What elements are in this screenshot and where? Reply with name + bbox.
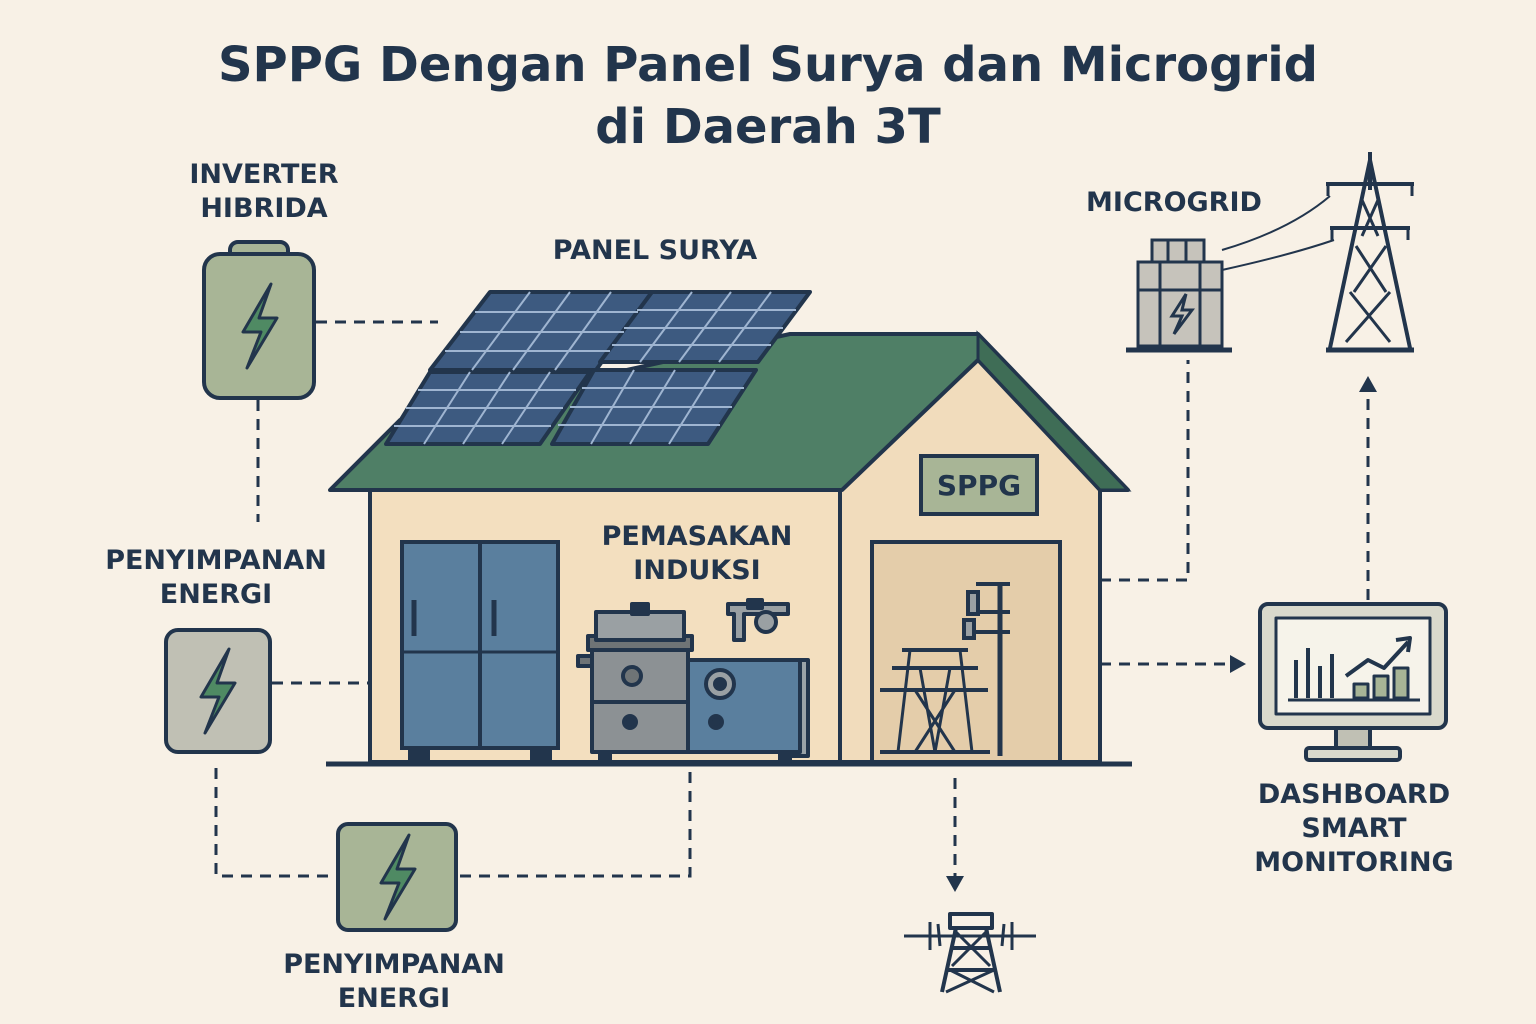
label-penyimpanan-left-line-1: PENYIMPANAN	[105, 545, 327, 576]
label-pemasakan-line-2: INDUKSI	[633, 555, 761, 586]
label-penyimpanan-energi-bottom: PENYIMPANAN ENERGI	[272, 948, 516, 1016]
storage-battery-bottom	[336, 822, 458, 932]
label-inverter-hibrida: INVERTER HIBRIDA	[174, 158, 354, 226]
label-penyimpanan-energi-left: PENYIMPANAN ENERGI	[96, 544, 336, 612]
generator-room	[870, 540, 1062, 764]
label-dashboard-line-2: SMART	[1301, 813, 1407, 844]
connector-lines	[214, 320, 1370, 878]
label-inverter-line-1: INVERTER	[189, 159, 339, 190]
label-inverter-line-2: HIBRIDA	[200, 193, 328, 224]
label-microgrid-text: MICROGRID	[1086, 187, 1262, 218]
label-pemasakan-line-1: PEMASAKAN	[601, 521, 793, 552]
microgrid-tower	[1221, 152, 1414, 353]
label-penyimpanan-bottom-line-1: PENYIMPANAN	[283, 949, 505, 980]
label-panel-surya: PANEL SURYA	[510, 234, 800, 268]
sppg-sign-label: SPPG	[936, 468, 1022, 502]
title-line-2: di Daerah 3T	[595, 99, 941, 155]
label-dashboard-line-1: DASHBOARD	[1257, 779, 1451, 810]
label-penyimpanan-left-line-2: ENERGI	[159, 579, 273, 610]
connector-house-microgrid	[1100, 360, 1190, 582]
microgrid-transformer	[1126, 238, 1232, 353]
arrow-to-dashboard	[1230, 655, 1246, 673]
arrowheads	[946, 376, 1377, 892]
sppg-sign-board	[919, 454, 1039, 516]
label-pemasakan-induksi: PEMASAKAN INDUKSI	[572, 520, 822, 588]
title-line-1: SPPG Dengan Panel Surya dan Microgrid	[217, 37, 1318, 93]
inverter-battery	[202, 240, 316, 400]
roof-gable-edge	[976, 330, 1132, 492]
dashboard-monitor	[1258, 602, 1448, 762]
storage-battery-left	[164, 628, 272, 754]
label-dashboard-line-3: MONITORING	[1254, 847, 1454, 878]
connector-storage-bottom-left	[214, 768, 338, 878]
diagram-title: SPPG Dengan Panel Surya dan Microgrid di…	[0, 34, 1536, 158]
connector-storage-bottom-right	[460, 768, 692, 878]
arrow-to-tower	[1359, 376, 1377, 392]
label-penyimpanan-bottom-line-2: ENERGI	[337, 983, 451, 1014]
label-panel-surya-text: PANEL SURYA	[552, 235, 758, 266]
label-dashboard-smart-monitoring: DASHBOARD SMART MONITORING	[1236, 778, 1472, 880]
label-microgrid: MICROGRID	[1064, 186, 1284, 220]
solar-grid-lines	[394, 291, 796, 445]
storage-cabinet	[400, 540, 560, 762]
arrow-to-bottom-tower	[946, 876, 964, 892]
induction-cooker	[576, 598, 810, 764]
bottom-power-tower	[904, 912, 1036, 994]
